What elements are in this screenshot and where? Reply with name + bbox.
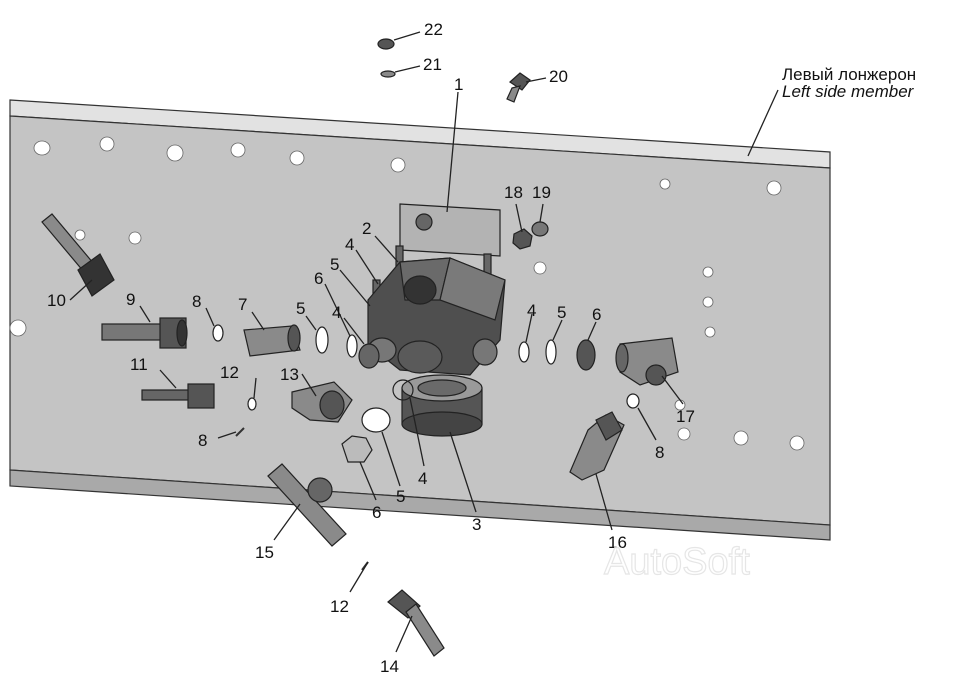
part-16-fitting <box>569 411 625 481</box>
part-5-ring-right <box>545 339 557 365</box>
callout-9: 9 <box>126 290 135 309</box>
part-6-nut-right <box>576 339 596 371</box>
part-20-bolt <box>506 72 531 103</box>
callout-6-bottom: 6 <box>372 503 381 522</box>
callout-4-bottom: 4 <box>418 469 427 488</box>
callout-6-top: 6 <box>314 269 323 288</box>
callout-2: 2 <box>362 219 371 238</box>
parts <box>41 38 679 657</box>
part-17-elbow <box>615 337 679 386</box>
callout-5-right: 5 <box>557 303 566 322</box>
part-18-nut <box>512 228 533 250</box>
part-5-ring-bottom <box>361 407 391 433</box>
caption: Левый лонжерон Left side member <box>782 65 916 101</box>
callout-14: 15 <box>255 543 274 562</box>
part-10-pin <box>41 213 115 297</box>
part-21-washer <box>380 70 396 78</box>
callout-17: 17 <box>676 407 695 426</box>
part-6-nut-left <box>358 343 380 369</box>
callout-16: 16 <box>608 533 627 552</box>
callout-15: 14 <box>380 657 399 676</box>
callout-6-right: 6 <box>592 305 601 324</box>
callout-13: 13 <box>280 365 299 384</box>
part-8-pin-left <box>235 427 245 437</box>
callout-19: 19 <box>532 183 551 202</box>
part-4-ring-left <box>346 334 358 358</box>
part-1-bolt-head <box>415 213 433 231</box>
caption-en: Left side member <box>782 82 915 101</box>
callout-8-upper: 8 <box>192 292 201 311</box>
valve-assembly <box>367 257 506 376</box>
callout-18: 18 <box>504 183 523 202</box>
callout-4-top: 4 <box>345 235 354 254</box>
callout-4-right: 4 <box>527 301 536 320</box>
mounting-holes <box>9 136 805 451</box>
side-member-bottom-flange <box>9 469 831 541</box>
callout-8-right: 8 <box>655 443 664 462</box>
callout-20: 20 <box>549 67 568 86</box>
part-4-ring-right <box>518 341 530 363</box>
part-6-nut-bottom <box>341 435 373 463</box>
part-12-ring-left <box>247 397 257 411</box>
callout-7: 7 <box>238 295 247 314</box>
callout-10: 10 <box>47 291 66 310</box>
callout-3: 3 <box>472 515 481 534</box>
callout-1: 1 <box>454 75 463 94</box>
callout-5-left: 5 <box>296 299 305 318</box>
part-3-filter <box>401 374 483 437</box>
callout-8-lower: 8 <box>198 431 207 450</box>
part-8-ring-upper <box>212 324 224 342</box>
part-22-nut <box>377 38 395 50</box>
part-1-bracket <box>399 203 501 257</box>
callout-12-bottom: 12 <box>330 597 349 616</box>
part-11-fitting <box>141 383 215 409</box>
part-19-nut <box>531 221 549 237</box>
part-14-tee <box>267 463 347 547</box>
callout-4-mid: 4 <box>332 303 341 322</box>
part-7-fitting <box>243 324 301 357</box>
callout-labels: 22 21 20 1 2 4 5 6 4 18 19 4 5 6 17 8 16… <box>47 20 695 676</box>
part-5-ring-left <box>315 326 329 354</box>
caption-ru: Левый лонжерон <box>782 65 916 84</box>
part-15-bolt <box>387 589 445 657</box>
part-8-ring-right <box>626 393 640 409</box>
callout-5-bottom: 5 <box>396 487 405 506</box>
callout-22: 22 <box>424 20 443 39</box>
callout-11: 11 <box>130 355 148 374</box>
leader-lines <box>69 31 779 653</box>
part-9-plug <box>101 317 188 349</box>
callout-12-left: 12 <box>220 363 239 382</box>
callout-21: 21 <box>423 55 442 74</box>
part-13-elbow <box>291 381 353 423</box>
callout-5-top: 5 <box>330 255 339 274</box>
watermark: AutoSoft <box>604 541 750 583</box>
part-4-ring-bottom <box>392 379 414 401</box>
